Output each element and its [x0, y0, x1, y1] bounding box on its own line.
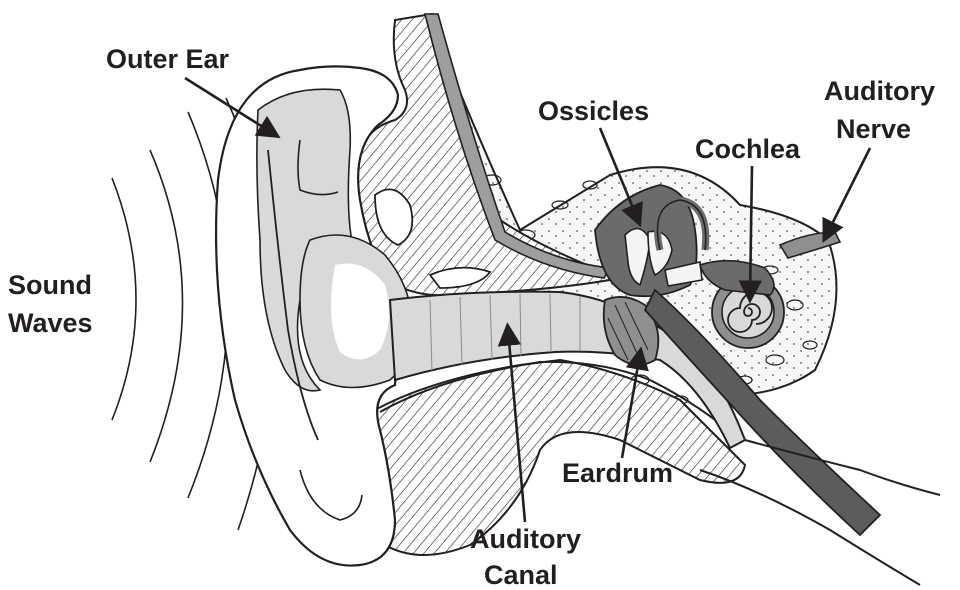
- label-outer-ear: Outer Ear: [106, 44, 230, 74]
- label-auditory-canal-line1: Auditory: [470, 524, 581, 554]
- label-auditory-nerve-line2: Nerve: [836, 114, 911, 144]
- sound-wave-1: [112, 178, 136, 420]
- label-sound-waves-line1: Sound: [8, 270, 92, 300]
- label-eardrum: Eardrum: [562, 458, 673, 488]
- label-cochlea: Cochlea: [695, 134, 801, 164]
- label-auditory-nerve-line1: Auditory: [824, 76, 935, 106]
- label-auditory-canal-line2: Canal: [484, 560, 558, 590]
- sound-wave-2: [150, 150, 183, 462]
- arrow-auditory-nerve: [826, 148, 870, 236]
- label-sound-waves-line2: Waves: [8, 308, 93, 338]
- label-ossicles: Ossicles: [538, 96, 649, 126]
